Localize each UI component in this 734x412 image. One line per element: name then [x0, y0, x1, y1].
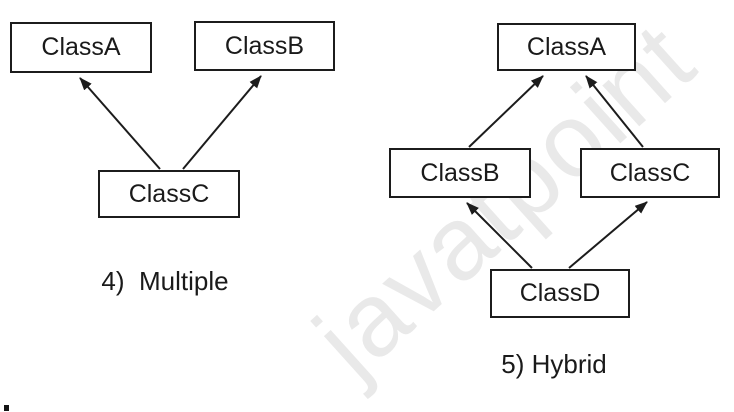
node-classb-multiple: ClassB [194, 21, 335, 71]
caption-multiple: 4) Multiple [101, 266, 229, 296]
node-label: ClassB [224, 31, 305, 60]
node-label: ClassB [420, 158, 500, 187]
node-classc-multiple: ClassC [98, 170, 240, 218]
caption-hybrid: 5) Hybrid [501, 349, 607, 379]
arrow-classc-to-classa-multiple [79, 77, 161, 170]
arrow-classd-to-classb-hybrid [466, 202, 533, 269]
node-classa-multiple: ClassA [10, 22, 152, 73]
node-label: ClassA [526, 32, 607, 61]
node-label: ClassD [519, 279, 601, 307]
corner-mark [4, 405, 9, 411]
arrow-classb-to-classa-hybrid [468, 75, 544, 148]
arrow-classd-to-classc-hybrid [568, 201, 648, 269]
node-label: ClassC [609, 158, 691, 187]
node-classa-hybrid: ClassA [497, 23, 636, 71]
node-classb-hybrid: ClassB [389, 148, 531, 198]
node-label: ClassA [41, 33, 121, 61]
arrow-classc-to-classa-hybrid [585, 75, 644, 148]
arrow-classc-to-classb-multiple [182, 75, 262, 170]
node-classd-hybrid: ClassD [490, 269, 630, 318]
node-label: ClassC [128, 179, 210, 208]
node-classc-hybrid: ClassC [580, 148, 720, 198]
